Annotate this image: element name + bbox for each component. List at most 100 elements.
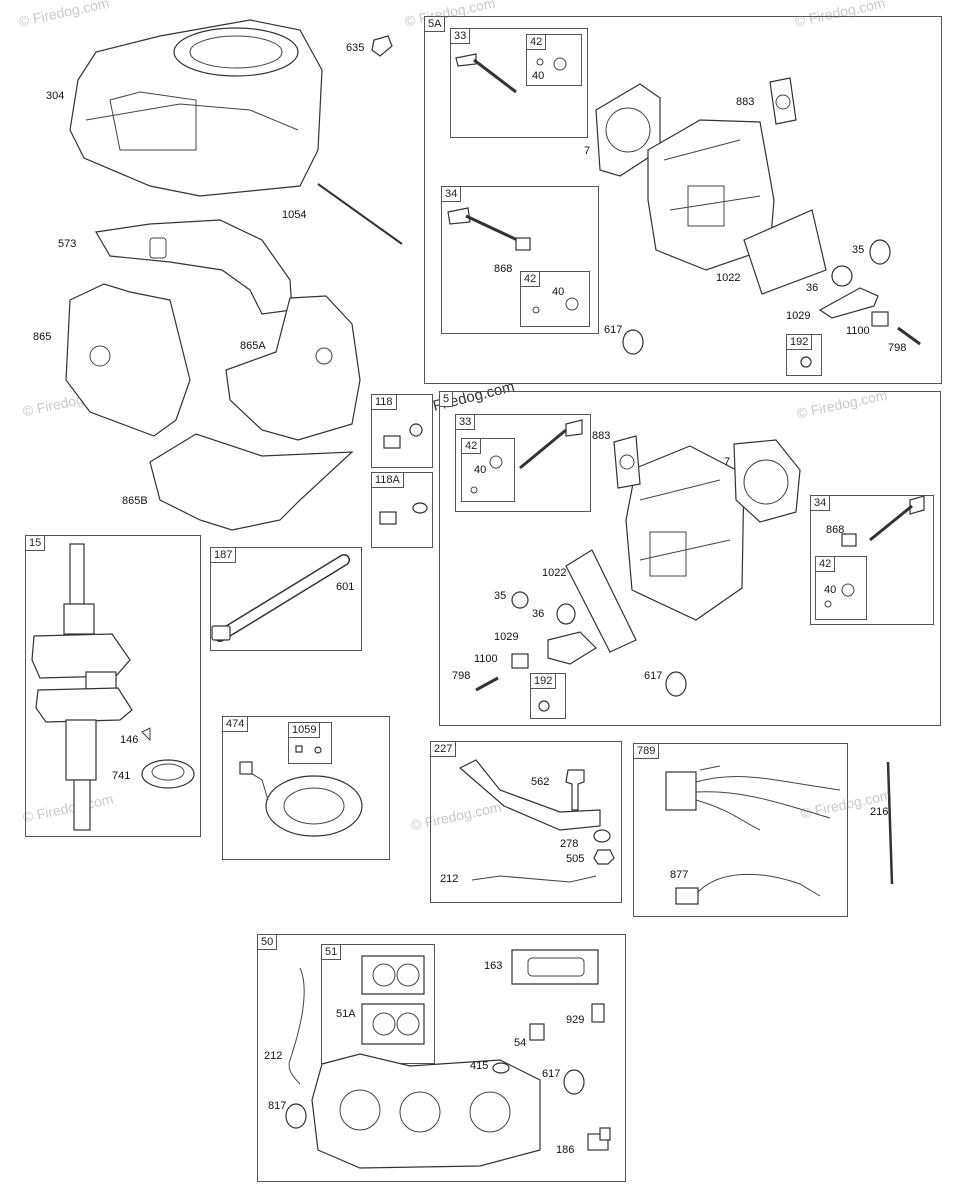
group-187: 187 xyxy=(210,547,362,651)
group-34-a-label: 34 xyxy=(442,187,462,202)
fastener-118A xyxy=(379,502,428,525)
rocker-cover-gasket-a xyxy=(743,209,827,295)
part-label: 865A xyxy=(240,340,266,352)
part-label: 216 xyxy=(870,806,889,818)
group-42-a: 42 xyxy=(526,34,582,86)
exhaust-valve-a xyxy=(447,207,531,251)
part-label: 212 xyxy=(440,873,459,885)
part-label: 35 xyxy=(852,244,865,256)
air-baffle xyxy=(95,219,293,315)
dipstick-tube xyxy=(211,554,350,642)
part-label: 212 xyxy=(264,1050,283,1062)
intake-valve-b xyxy=(519,419,583,470)
key xyxy=(141,727,151,742)
cylinder-shield xyxy=(65,283,191,437)
part-label: 163 xyxy=(484,960,503,972)
intake-valve-a xyxy=(455,53,517,94)
part-label: 40 xyxy=(824,584,837,596)
head-gasket-b xyxy=(733,439,801,523)
part-label: 1022 xyxy=(716,272,741,284)
group-789: 789 xyxy=(633,743,848,917)
part-label: 186 xyxy=(556,1144,575,1156)
group-5A: 5A xyxy=(424,16,942,384)
group-118: 118 xyxy=(371,394,433,468)
group-474: 474 xyxy=(222,716,390,860)
rocker-parts-b xyxy=(475,591,597,712)
part-label: 278 xyxy=(560,838,579,850)
exhaust-fasteners xyxy=(492,1003,605,1074)
group-474-label: 474 xyxy=(223,717,249,732)
part-label: 868 xyxy=(826,524,845,536)
o-ring-d xyxy=(285,1103,307,1129)
group-192-a-label: 192 xyxy=(787,335,813,350)
elbow-fitting xyxy=(587,1127,611,1151)
part-label: 415 xyxy=(470,1060,489,1072)
alternator-stator xyxy=(239,761,363,837)
group-227: 227 xyxy=(430,741,622,903)
part-label: 40 xyxy=(552,286,565,298)
exhaust-rod xyxy=(288,967,305,1085)
part-label: 1022 xyxy=(542,567,567,579)
group-42-b: 42 xyxy=(520,271,590,327)
group-5-label: 5 xyxy=(440,392,454,407)
o-ring-b xyxy=(665,671,687,697)
group-118A: 118A xyxy=(371,472,433,548)
fastener-118 xyxy=(383,423,423,449)
group-42-c-label: 42 xyxy=(462,439,482,454)
blower-housing xyxy=(69,19,323,197)
part-label: 865B xyxy=(122,495,148,507)
group-42-d-label: 42 xyxy=(816,557,836,572)
group-33-a: 33 xyxy=(450,28,588,138)
part-label: 865 xyxy=(33,331,52,343)
cylinder-shield-b xyxy=(149,433,354,531)
muffler-gasket xyxy=(511,949,599,985)
part-label: 877 xyxy=(670,869,689,881)
part-label: 7 xyxy=(584,145,591,157)
cylinder-shield-a xyxy=(225,295,361,441)
group-118-label: 118 xyxy=(372,395,397,410)
group-34-a: 34 xyxy=(441,186,599,334)
group-187-label: 187 xyxy=(211,548,237,563)
part-label: 40 xyxy=(532,70,545,82)
intake-gasket-a xyxy=(769,77,797,125)
part-label: 40 xyxy=(474,464,487,476)
timing-gear xyxy=(141,759,195,789)
group-42-a-label: 42 xyxy=(527,35,547,50)
group-15-label: 15 xyxy=(26,536,46,551)
part-label: 798 xyxy=(452,670,471,682)
part-label: 7 xyxy=(724,456,731,468)
part-label: 868 xyxy=(494,263,513,275)
group-42-c: 42 xyxy=(461,438,515,502)
group-118A-label: 118A xyxy=(372,473,404,488)
part-label: 36 xyxy=(532,608,545,620)
part-label: 883 xyxy=(592,430,611,442)
part-label: 617 xyxy=(542,1068,561,1080)
part-label: 54 xyxy=(514,1037,527,1049)
group-50: 50 xyxy=(257,934,626,1182)
part-label: 304 xyxy=(46,90,65,102)
group-33-b: 33 xyxy=(455,414,591,512)
cylinder-head-a xyxy=(647,119,775,271)
wiring-harness xyxy=(665,765,841,905)
part-label: 601 xyxy=(336,581,355,593)
group-1059-label: 1059 xyxy=(289,723,321,738)
group-227-label: 227 xyxy=(431,742,457,757)
part-label: 573 xyxy=(58,238,77,250)
group-51-label: 51 xyxy=(322,945,342,960)
head-gasket-a xyxy=(595,83,661,177)
group-34-b-label: 34 xyxy=(811,496,831,511)
group-192-a: 192 xyxy=(786,334,822,376)
valve-keepers-a xyxy=(532,57,579,314)
part-label: 36 xyxy=(806,282,819,294)
group-5A-label: 5A xyxy=(425,17,446,32)
group-5: 5 xyxy=(439,391,941,726)
part-label: 1100 xyxy=(846,325,870,337)
part-label: 505 xyxy=(566,853,585,865)
governor-link xyxy=(471,875,597,883)
group-33-a-label: 33 xyxy=(451,29,471,44)
group-15: 15 xyxy=(25,535,201,837)
group-33-b-label: 33 xyxy=(456,415,476,430)
part-label: 562 xyxy=(531,776,550,788)
stator-screws xyxy=(295,745,322,754)
